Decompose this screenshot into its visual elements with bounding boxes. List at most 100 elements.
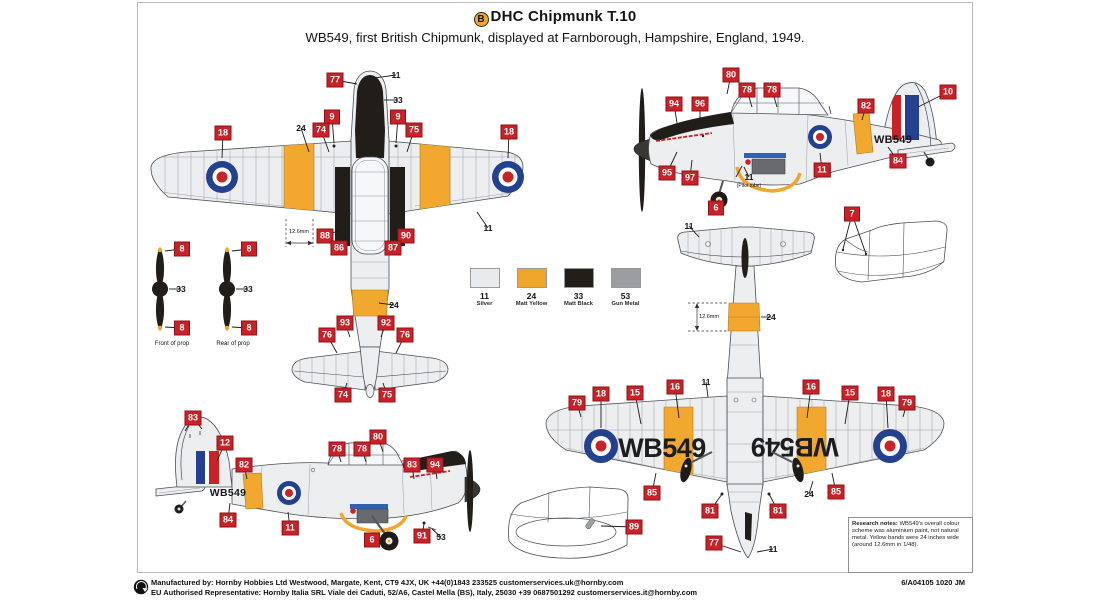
footer-eu-representative: EU Authorised Representative: Hornby Ita… [151,587,698,597]
paint-callout-81: 81 [701,503,719,519]
text-label: Front of prop [154,341,190,347]
paint-callout-6: 6 [708,200,724,216]
paint-callout-87: 87 [384,240,402,256]
paint-callout-75: 75 [405,122,423,138]
paint-callout-18: 18 [214,125,232,141]
research-notes: Research notes: WB549's overall colour s… [848,517,973,573]
paint-callout-8: 8 [241,241,257,257]
text-label: (Pitot tube) [736,183,762,189]
paint-number: 53 [620,291,631,301]
paint-swatch-53 [610,268,641,288]
paint-callout-16: 16 [802,379,820,395]
paint-callout-18: 18 [592,386,610,402]
paint-callout-16: 16 [666,379,684,395]
paint-name: Gun Metal [611,301,640,307]
footer: Manufactured by: Hornby Hobbies Ltd West… [151,578,697,597]
paint-number: 33 [573,291,584,301]
paint-callout-8: 8 [174,241,190,257]
title-text: DHC Chipmunk T.10 [490,8,637,25]
paint-callout-83: 83 [403,457,421,473]
paint-callout-84: 84 [889,153,907,169]
document-number: 6/A04105 1020 JM [901,578,965,587]
paint-callout-84: 84 [219,512,237,528]
paint-callout-75: 75 [378,387,396,403]
paint-callout-89: 89 [625,519,643,535]
paint-swatch-11 [469,268,500,288]
paint-callout-78: 78 [328,441,346,457]
text-label: 33 [176,284,186,294]
paint-callout-10: 10 [939,84,957,100]
text-label: 11 [744,172,754,182]
paint-callout-8: 8 [241,320,257,336]
text-label: 11 [768,544,778,554]
paint-callout-91: 91 [413,528,431,544]
text-label: 24 [766,312,776,322]
paint-callout-8: 8 [174,320,190,336]
paint-callout-95: 95 [658,165,676,181]
paint-callout-86: 86 [330,240,348,256]
paint-callout-85: 85 [827,484,845,500]
text-label: Rear of prop [216,341,250,347]
paint-callout-97: 97 [681,170,699,186]
paint-callout-82: 82 [235,457,253,473]
paint-callout-81: 81 [769,503,787,519]
paint-callout-74: 74 [334,387,352,403]
footer-manufacturer: Manufactured by: Hornby Hobbies Ltd West… [151,578,624,587]
paint-callout-15: 15 [841,385,859,401]
paint-callout-78: 78 [763,82,781,98]
paint-callout-18: 18 [877,386,895,402]
text-label: 11 [391,70,401,80]
paint-callout-92: 92 [377,315,395,331]
paint-callout-15: 15 [626,385,644,401]
paint-name: Silver [476,301,493,307]
paint-callout-85: 85 [643,485,661,501]
paint-callout-11: 11 [813,162,831,178]
page-subtitle: WB549, first British Chipmunk, displayed… [305,30,805,45]
paint-callout-79: 79 [898,395,916,411]
paint-callout-77: 77 [705,535,723,551]
paint-name: Matt Black [564,301,593,307]
paint-callout-6: 6 [364,532,380,548]
paint-callout-74: 74 [312,122,330,138]
page-border [137,2,973,573]
text-label: 12.6mm [699,314,719,320]
text-label: 11 [483,223,493,233]
paint-name: Matt Yellow [515,301,548,307]
text-label: 24 [296,123,306,133]
paint-callout-80: 80 [369,429,387,445]
paint-callout-11: 11 [281,520,299,536]
paint-callout-76: 76 [396,327,414,343]
text-label: 33 [243,284,253,294]
battery-disposal-icon [133,579,149,595]
paint-callout-80: 80 [722,67,740,83]
paint-callout-82: 82 [857,98,875,114]
paint-callout-9: 9 [390,109,406,125]
research-notes-text: WB549's overall colour scheme was alumin… [852,521,960,548]
paint-swatch-24 [516,268,547,288]
paint-number: 11 [480,291,489,301]
text-label: 12.6mm [289,229,309,235]
scheme-letter-badge: B [473,12,489,27]
paint-callout-77: 77 [326,72,344,88]
text-label: 11 [684,221,694,231]
paint-number: 24 [526,291,537,301]
paint-callout-96: 96 [691,96,709,112]
text-label: 33 [393,95,403,105]
paint-swatch-33 [563,268,594,288]
paint-callout-12: 12 [216,435,234,451]
paint-callout-78: 78 [738,82,756,98]
text-label: 53 [436,532,446,542]
paint-callout-93: 93 [336,315,354,331]
paint-callout-18: 18 [500,124,518,140]
paint-callout-94: 94 [665,96,683,112]
research-notes-label: Research notes: [852,521,898,527]
text-label: 24 [389,300,399,310]
